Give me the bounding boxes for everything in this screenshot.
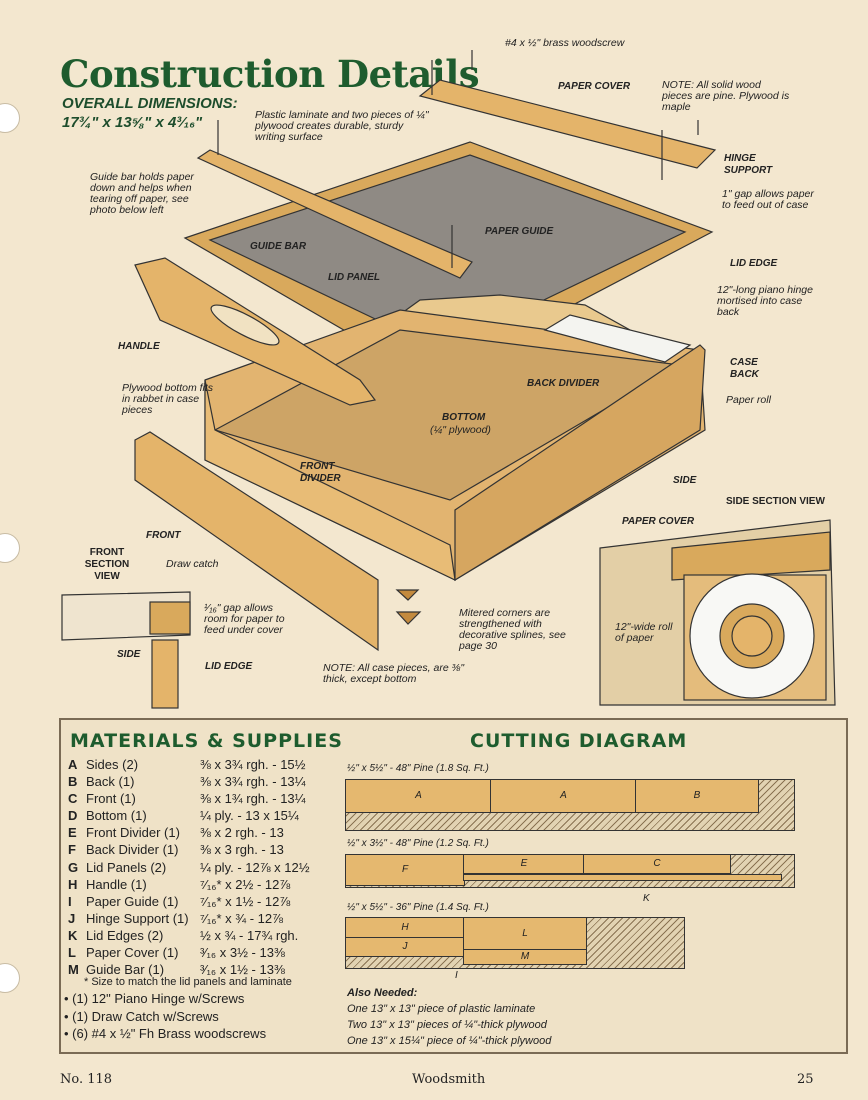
front-section-title: FRONT SECTION VIEW — [84, 547, 130, 582]
piece-a: A — [345, 779, 492, 813]
materials-footnote: * Size to match the lid panels and lamin… — [84, 976, 292, 988]
piano-hinge-note: 12"-long piano hinge mortised into case … — [717, 284, 813, 318]
board-1-label: ½" x 5½" - 48" Pine (1.8 Sq. Ft.) — [347, 763, 489, 774]
list-item: Two 13" x 13" pieces of ¼"-thick plywood — [347, 1019, 547, 1031]
handle-label: HANDLE — [118, 341, 160, 352]
case-back-label: CASE BACK — [730, 357, 759, 380]
gap-note: 1" gap allows paper to feed out of case — [722, 188, 814, 211]
lid-panel-label: LID PANEL — [328, 272, 381, 283]
piece-e: E — [463, 854, 585, 874]
list-item: • (6) #4 x ½" Fh Brass woodscrews — [64, 1026, 267, 1041]
supplies-list: • (1) 12" Piano Hinge w/Screws • (1) Dra… — [64, 990, 266, 1043]
list-item: • (1) 12" Piano Hinge w/Screws — [64, 991, 245, 1006]
woodscrew-callout: #4 x ½" brass woodscrew — [505, 37, 625, 49]
piece-m: M — [463, 949, 587, 965]
front-divider-label: FRONT DIVIDER — [300, 461, 341, 484]
exploded-drawing — [61, 50, 836, 709]
side-label-2: SIDE — [117, 649, 141, 660]
piece-j: J — [345, 937, 465, 957]
lid-edge-label: LID EDGE — [730, 258, 778, 269]
lid-edge-label-2: LID EDGE — [205, 661, 253, 672]
piece-h: H — [345, 917, 465, 939]
front-label: FRONT — [146, 530, 181, 541]
dimensions-value: 17¾" x 13⅝" x 4³⁄₁₆" — [62, 114, 203, 131]
board-3-label: ½" x 5½" - 36" Pine (1.4 Sq. Ft.) — [347, 902, 489, 913]
bottom-sub-label: (¼" plywood) — [430, 424, 491, 436]
guide-bar-note: Guide bar holds paper down and helps whe… — [90, 171, 194, 216]
also-needed-title: Also Needed: — [347, 987, 418, 999]
paper-roll-label: Paper roll — [726, 394, 771, 406]
side-label: SIDE — [673, 475, 697, 486]
binder-hole — [0, 963, 20, 993]
draw-catch-label: Draw catch — [166, 558, 219, 570]
guide-bar-label: GUIDE BAR — [250, 241, 307, 252]
piece-a: A — [490, 779, 637, 813]
plastic-laminate-callout: Plastic laminate and two pieces of ¼" pl… — [255, 109, 429, 143]
piece-k — [463, 874, 782, 881]
back-divider-label: BACK DIVIDER — [527, 378, 600, 389]
cutting-diagram-title: CUTTING DIAGRAM — [470, 730, 688, 752]
piece-c: C — [583, 854, 731, 874]
piece-b: B — [635, 779, 759, 813]
magazine-name: Woodsmith — [412, 1072, 486, 1087]
paper-guide-label: PAPER GUIDE — [485, 226, 554, 237]
piece-f: F — [345, 854, 465, 886]
page-number: 25 — [797, 1072, 814, 1087]
hinge-support-label: HINGE SUPPORT — [724, 153, 773, 176]
list-item: • (1) Draw Catch w/Screws — [64, 1008, 219, 1024]
mitered-note: Mitered corners are strengthened with de… — [459, 607, 566, 652]
bottom-label: BOTTOM — [442, 412, 486, 423]
plywood-bottom-note: Plywood bottom fits in rabbet in case pi… — [122, 382, 214, 416]
gap-feed-note: ¹⁄₁₆" gap allows room for paper to feed … — [204, 602, 285, 636]
dimensions-label: OVERALL DIMENSIONS: — [62, 95, 238, 112]
list-item: One 13" x 13" piece of plastic laminate — [347, 1003, 536, 1015]
side-section-title: SIDE SECTION VIEW — [726, 496, 825, 507]
solid-wood-note: NOTE: All solid wood pieces are pine. Pl… — [662, 79, 790, 113]
piece-i-label: I — [455, 970, 458, 981]
list-item: One 13" x 15¼" piece of ¼"-thick plywood — [347, 1035, 552, 1047]
board-2-label: ½" x 3½" - 48" Pine (1.2 Sq. Ft.) — [347, 838, 489, 849]
paper-cover-label-2: PAPER COVER — [622, 516, 695, 527]
case-pieces-note: NOTE: All case pieces, are ⅜" thick, exc… — [323, 662, 465, 685]
paper-cover-label: PAPER COVER — [558, 81, 631, 92]
page-title: Construction Details — [60, 52, 480, 96]
piece-l: L — [463, 917, 587, 951]
issue-number: No. 118 — [60, 1072, 113, 1087]
also-needed: Also Needed: One 13" x 13" piece of plas… — [347, 985, 551, 1049]
piece-k-label: K — [643, 893, 650, 904]
roll-note: 12"-wide roll of paper — [615, 621, 673, 644]
materials-title: MATERIALS & SUPPLIES — [70, 730, 343, 752]
